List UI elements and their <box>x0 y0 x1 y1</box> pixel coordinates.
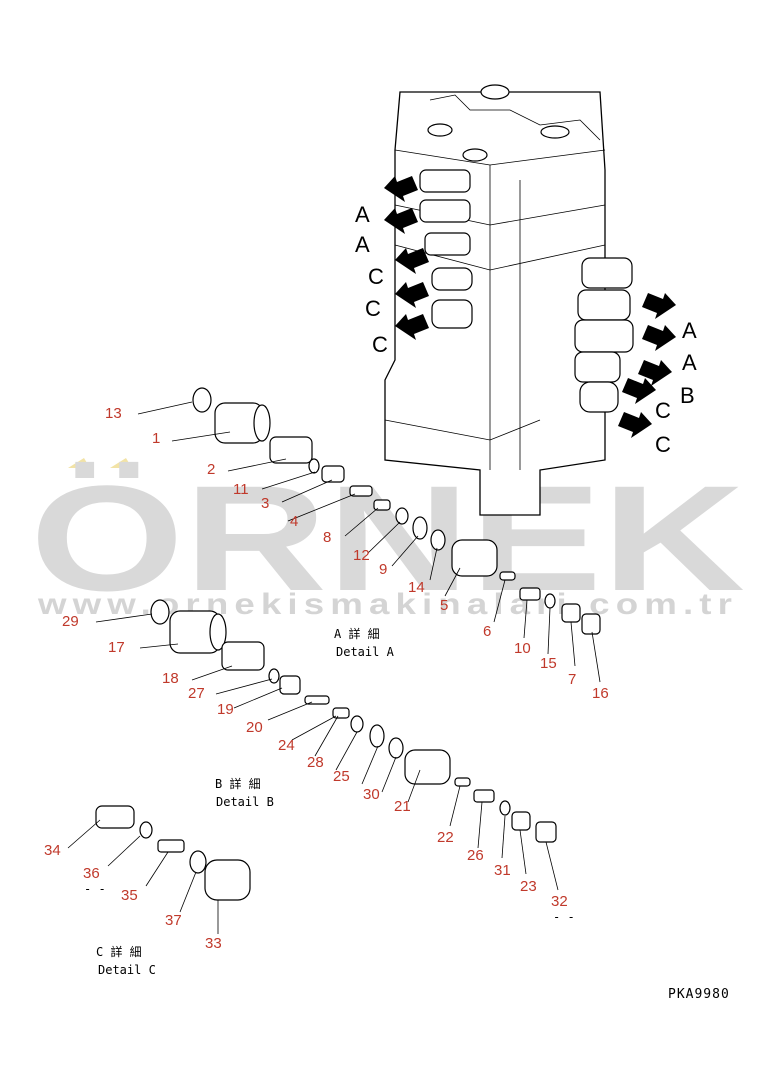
callout-20: 20 <box>246 719 263 736</box>
arrow-icon <box>395 248 429 274</box>
callout-30: 30 <box>363 786 380 803</box>
callout-31: 31 <box>494 862 511 879</box>
callout-5: 5 <box>440 597 448 614</box>
arrow-icon <box>642 293 676 319</box>
arrow-letter: C <box>368 264 384 289</box>
arrow-letter: B <box>680 383 695 408</box>
callout-4: 4 <box>290 513 298 530</box>
arrow-icon <box>384 176 418 202</box>
callout-14: 14 <box>408 579 425 596</box>
callout-26: 26 <box>467 847 484 864</box>
callout-21: 21 <box>394 798 411 815</box>
arrow-letter: C <box>372 332 388 357</box>
callout-8: 8 <box>323 529 331 546</box>
leader-lines <box>67 401 601 934</box>
detail-c-en: Detail C <box>98 963 156 977</box>
callout-22: 22 <box>437 829 454 846</box>
watermark-url: www.ornekismakinalari.com.tr <box>37 588 738 621</box>
drawing-code: PKA9980 <box>668 987 730 1002</box>
arrow-icon <box>395 282 429 308</box>
callout-23: 23 <box>520 878 537 895</box>
callout-17: 17 <box>108 639 125 656</box>
watermark: ÖRNEK www.ornekismakinalari.com.tr <box>30 454 745 622</box>
arrow-letter: C <box>655 432 671 457</box>
callout-7: 7 <box>568 671 576 688</box>
callout-9: 9 <box>379 561 387 578</box>
dash-mark: - - <box>553 910 575 924</box>
detail-c-jp: C 詳 細 <box>96 944 142 959</box>
callout-27: 27 <box>188 685 205 702</box>
callout-36: 36 <box>83 865 100 882</box>
callout-11: 11 <box>233 481 249 498</box>
callout-18: 18 <box>162 670 179 687</box>
arrow-letter: A <box>355 232 370 257</box>
arrow-letter: C <box>655 398 671 423</box>
callout-12: 12 <box>353 547 370 564</box>
callout-24: 24 <box>278 737 295 754</box>
detail-a-en: Detail A <box>336 645 395 659</box>
callout-19: 19 <box>217 701 234 718</box>
watermark-brand: ÖRNEK <box>30 454 745 622</box>
arrow-letter: C <box>365 296 381 321</box>
callout-3: 3 <box>261 495 269 512</box>
detail-a-parts <box>192 387 601 635</box>
detail-b-parts <box>150 599 557 843</box>
detail-a-jp: A 詳 細 <box>334 626 380 641</box>
callout-35: 35 <box>121 887 138 904</box>
detail-b-en: Detail B <box>216 795 274 809</box>
control-valve-block <box>384 84 634 516</box>
callout-2: 2 <box>207 461 215 478</box>
left-arrows <box>384 176 429 340</box>
callout-13: 13 <box>105 405 122 422</box>
callout-28: 28 <box>307 754 324 771</box>
arrow-icon <box>384 208 418 234</box>
callouts: 13 1 2 11 3 4 8 12 9 14 5 6 10 15 7 16 2… <box>44 405 609 952</box>
dash-mark: - - <box>84 882 106 896</box>
callout-37: 37 <box>165 912 182 929</box>
callout-6: 6 <box>483 623 491 640</box>
watermark-dot-1 <box>68 458 90 468</box>
watermark-dot-2 <box>110 458 132 468</box>
callout-29: 29 <box>62 613 79 630</box>
arrow-letter: A <box>682 318 697 343</box>
callout-16: 16 <box>592 685 609 702</box>
arrow-icon <box>638 360 672 386</box>
detail-b-jp: B 詳 細 <box>215 776 261 791</box>
callout-34: 34 <box>44 842 61 859</box>
arrow-icon <box>618 412 652 438</box>
callout-33: 33 <box>205 935 222 952</box>
right-arrows <box>618 293 676 438</box>
callout-15: 15 <box>540 655 557 672</box>
arrow-icon <box>395 314 429 340</box>
arrow-letter: A <box>682 350 697 375</box>
detail-c-parts <box>95 805 251 901</box>
arrow-icon <box>642 325 676 351</box>
callout-1: 1 <box>152 430 160 447</box>
callout-32: 32 <box>551 893 568 910</box>
arrow-icon <box>622 378 656 404</box>
arrow-letter: A <box>355 202 370 227</box>
callout-25: 25 <box>333 768 350 785</box>
callout-10: 10 <box>514 640 531 657</box>
